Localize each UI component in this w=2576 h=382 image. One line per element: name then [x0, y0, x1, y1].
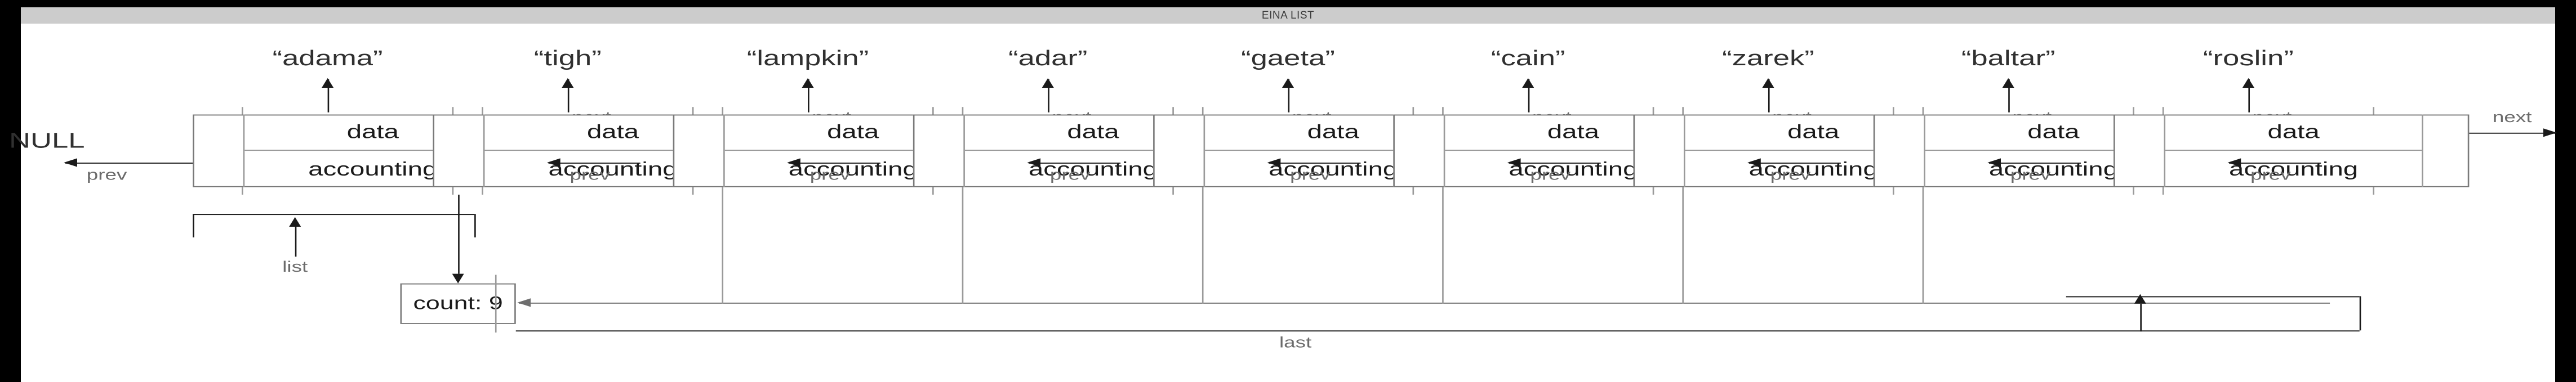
- node-name-arrow-2: [802, 78, 814, 113]
- node-name-arrow-6: [1762, 78, 1774, 113]
- node-name-7: “baltar”: [1961, 47, 2056, 71]
- node-name-2: “lampkin”: [746, 47, 869, 71]
- node-name-0: “adama”: [272, 47, 383, 71]
- prev-arrow-4: [1267, 158, 1361, 167]
- last-line-vertical: [2359, 296, 2361, 331]
- node-inner-5: data accounting: [1443, 114, 1703, 187]
- node-accounting-cell-8: accounting: [2229, 158, 2359, 179]
- node-name-4: “gaeta”: [1241, 47, 1335, 71]
- node-accounting-cell-1: accounting: [548, 158, 678, 179]
- last-line-horizontal: [515, 330, 2360, 332]
- prev-arrow-3: [1027, 158, 1121, 167]
- prev-arrow-5: [1507, 158, 1601, 167]
- page-title: EINA LIST: [1261, 9, 1315, 21]
- list-pointer-label: list: [282, 258, 308, 275]
- node-name-arrow-3: [1042, 78, 1054, 113]
- prev-arrow-7: [1987, 158, 2081, 167]
- prev-label-1: prev: [570, 165, 611, 183]
- count-box[interactable]: count: 9: [400, 283, 516, 324]
- node-inner-8: data accounting: [2164, 114, 2423, 187]
- node-accounting-cell-4: accounting: [1269, 158, 1398, 179]
- prev-label-6: prev: [1770, 165, 1811, 183]
- list-bracket-top: [193, 214, 475, 215]
- node-name-arrow-4: [1282, 78, 1294, 113]
- node-name-8: “roslin”: [2203, 47, 2294, 71]
- prev-label-5: prev: [1530, 165, 1571, 183]
- next-arrow-8: [2469, 128, 2557, 137]
- drop-line-7: [1922, 195, 1924, 304]
- node-name-arrow-8: [2242, 78, 2254, 113]
- node-accounting-cell-0: accounting: [308, 158, 438, 179]
- node-name-arrow-1: [562, 78, 574, 113]
- node-name-arrow-0: [322, 78, 334, 113]
- list-node-8[interactable]: data accounting: [2113, 114, 2470, 187]
- prev-arrow-2: [787, 158, 880, 167]
- node-name-arrow-5: [1522, 78, 1534, 113]
- last-back-arrow: [517, 298, 2330, 307]
- node-name-6: “zarek”: [1722, 47, 1814, 71]
- node-name-1: “tigh”: [533, 47, 602, 71]
- prev-arrow-0: [64, 158, 193, 167]
- last-pointer-arrow: [2134, 294, 2146, 332]
- prev-arrow-8: [2227, 158, 2321, 167]
- prev-label-3: prev: [1049, 165, 1091, 183]
- node-data-cell-6: data: [1685, 115, 1942, 151]
- node-inner-7: data accounting: [1924, 114, 2183, 187]
- prev-label-8: prev: [2250, 165, 2291, 183]
- drop-line-3: [962, 195, 964, 304]
- drop-line-6: [1682, 195, 1684, 304]
- next-label-8: next: [2492, 108, 2532, 125]
- node-data-cell-3: data: [964, 115, 1222, 151]
- null-left-label: NULL: [8, 129, 85, 153]
- count-box-guide: [495, 275, 497, 333]
- drop-line-2: [722, 195, 724, 304]
- node-accounting-cell-7: accounting: [1988, 158, 2118, 179]
- node-name-3: “adar”: [1008, 47, 1088, 71]
- prev-label-7: prev: [2010, 165, 2051, 183]
- prev-label-2: prev: [809, 165, 851, 183]
- node-data-cell-1: data: [484, 115, 741, 151]
- node-data-cell-2: data: [724, 115, 981, 151]
- node-data-cell-8: data: [2165, 115, 2422, 151]
- count-down-arrow: [452, 195, 464, 284]
- drop-line-4: [1202, 195, 1204, 304]
- prev-label-4: prev: [1290, 165, 1331, 183]
- list-bracket-right: [474, 214, 476, 237]
- node-accounting-cell-3: accounting: [1028, 158, 1158, 179]
- list-pointer-arrow: [289, 217, 301, 257]
- node-accounting-cell-6: accounting: [1749, 158, 1878, 179]
- node-data-cell-5: data: [1445, 115, 1702, 151]
- node-data-cell-4: data: [1205, 115, 1462, 151]
- node-name-arrow-7: [2002, 78, 2014, 113]
- node-name-5: “cain”: [1491, 47, 1565, 71]
- last-pointer-label: last: [1279, 334, 1312, 351]
- last-line-top: [2066, 296, 2360, 298]
- drop-line-5: [1442, 195, 1444, 304]
- window-title-bar: EINA LIST: [21, 7, 2555, 24]
- prev-arrow-6: [1747, 158, 1841, 167]
- diagram-canvas: EINA LIST NULL “adama” data accounting n…: [9, 7, 2557, 382]
- list-bracket-left: [193, 214, 194, 237]
- node-accounting-cell-5: accounting: [1509, 158, 1638, 179]
- node-inner-4: data accounting: [1203, 114, 1463, 187]
- linked-list-diagram: NULL “adama” data accounting next prev “…: [9, 24, 2557, 366]
- node-accounting-cell-2: accounting: [788, 158, 918, 179]
- node-inner-2: data accounting: [723, 114, 983, 187]
- prev-label-0: prev: [86, 165, 127, 183]
- prev-arrow-1: [547, 158, 640, 167]
- node-inner-1: data accounting: [483, 114, 743, 187]
- node-data-cell-7: data: [1925, 115, 2182, 151]
- node-data-cell-0: data: [244, 115, 501, 151]
- node-inner-6: data accounting: [1683, 114, 1943, 187]
